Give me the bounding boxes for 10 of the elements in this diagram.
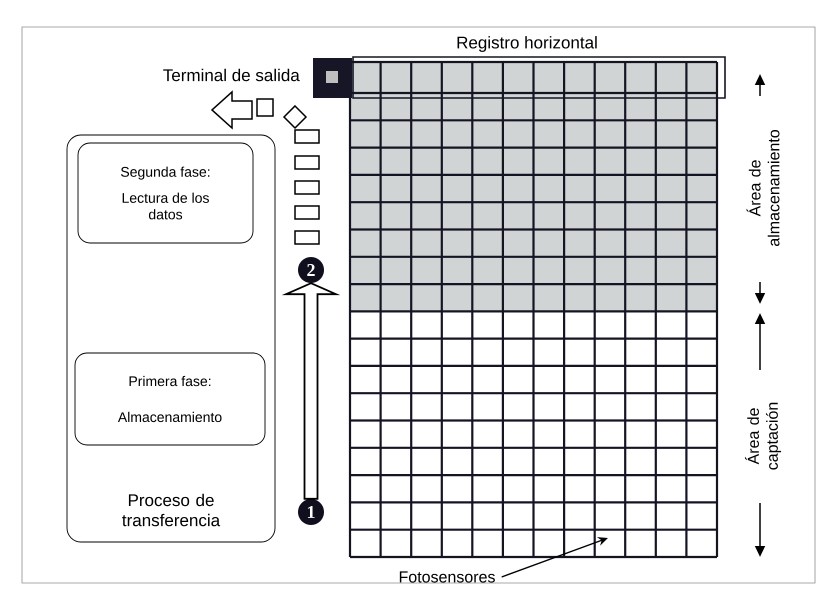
step-number: 1 <box>298 499 324 525</box>
step-number: 2 <box>298 257 324 283</box>
sensor-label: Fotosensores <box>400 571 495 583</box>
area-label: Área de almacenamiento <box>746 130 780 246</box>
transfer-arrow <box>282 282 340 500</box>
phase-box: Segunda fase: Lectura de los datos <box>78 142 254 244</box>
part-label: Registro horizontal <box>458 36 597 52</box>
phase-box: Primera fase: Almacenamiento <box>74 352 266 446</box>
part-label: Terminal de salida <box>163 68 300 82</box>
area-label: Área de captación <box>744 402 782 470</box>
